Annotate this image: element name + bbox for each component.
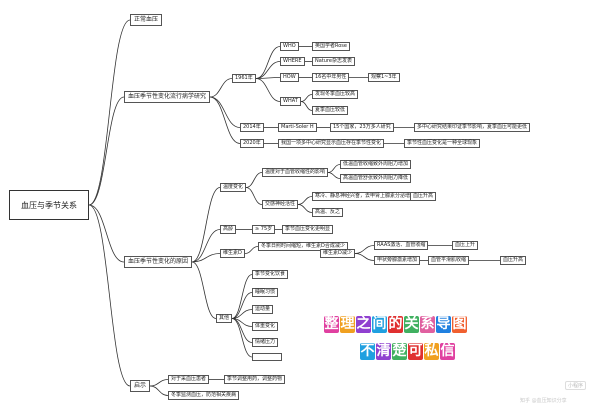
age-75-value[interactable]: 季节血压变化更明显 (282, 225, 334, 234)
watermark-2-char: 私 (424, 343, 439, 360)
lifestyle-item-3[interactable]: 运动量 (252, 305, 274, 314)
watermark-line-1: 整理之间的关系导图 (324, 316, 467, 333)
vitd-smooth-muscle[interactable]: 血管平滑肌收缩 (428, 256, 470, 265)
watermark-1-char: 整 (324, 316, 339, 333)
temp-vessel-node[interactable]: 温度对于血管收缩性的影响 (262, 168, 329, 177)
marti-value[interactable]: 15个国家，23万多人研究 (330, 123, 394, 132)
vitd-decrease[interactable]: 维生素D减少 (320, 249, 355, 258)
lifestyle-item-2[interactable]: 睡眠习惯 (252, 288, 279, 297)
footer-watermark: 知乎 @血压知识分享 (520, 398, 567, 404)
vitd-bp-up-2[interactable]: 血压升高 (500, 256, 527, 265)
watermark-1-char: 关 (404, 316, 419, 333)
branch-normal-bp[interactable]: 正常血压 (130, 14, 163, 26)
clinical-patients[interactable]: 对于采血压患者 (168, 375, 210, 384)
watermark-1-char: 间 (372, 316, 387, 333)
lifestyle-item-4[interactable]: 体重变化 (252, 322, 279, 331)
who-node[interactable]: WHO (280, 42, 299, 51)
vitd-raas[interactable]: RAAS激活、血管收缩 (374, 241, 429, 250)
y2020-value[interactable]: 我国一项多中心研究显示血压存在季节性变化 (278, 139, 385, 148)
temp-vessel-cold[interactable]: 低温血管收缩致外周阻力增加 (340, 160, 412, 169)
marti-node[interactable]: Marti-Soler H (278, 123, 317, 132)
watermark-2-char: 清 (376, 343, 391, 360)
lifestyle-node[interactable]: 其他 (216, 314, 233, 323)
vitd-pth[interactable]: 甲状旁腺激素增加 (374, 256, 421, 265)
marti-value-2[interactable]: 多中心研究结果印证季节影响，夏季血压可能更低 (414, 123, 531, 132)
branch-epidemiology[interactable]: 血压季节性变化流行病学研究 (124, 91, 211, 103)
watermark-1-char: 的 (388, 316, 403, 333)
watermark-2-char: 不 (360, 343, 375, 360)
vitd-winter[interactable]: 冬季日照时间缩短，维生素D合成减少 (258, 242, 348, 251)
year-1961[interactable]: 1961年 (232, 74, 256, 83)
watermark-2-char: 楚 (392, 343, 407, 360)
how-value[interactable]: 16名中年男性 (312, 73, 350, 82)
who-value[interactable]: 英国学者Rose (312, 42, 350, 51)
watermark-1-char: 之 (356, 316, 371, 333)
corner-watermark: 小程序 (565, 381, 587, 390)
clinical-adjust[interactable]: 季节调整用药，调整药物 (224, 375, 286, 384)
age-node[interactable]: 高龄 (220, 225, 237, 234)
how-value-2[interactable]: 观察1~3年 (368, 73, 400, 82)
year-2014[interactable]: 2014年 (240, 123, 264, 132)
watermark-2-char: 可 (408, 343, 423, 360)
watermark-2-char: 信 (440, 343, 455, 360)
temp-vessel-hot[interactable]: 高温血管舒张致外周阻力降低 (340, 174, 412, 183)
what-value-2[interactable]: 夏季血压较低 (312, 106, 349, 115)
clinical-winter[interactable]: 冬季监测血压，防范相关疾病 (168, 391, 240, 400)
watermark-1-char: 理 (340, 316, 355, 333)
temperature-node[interactable]: 温度变化 (220, 183, 247, 192)
y2020-value-2[interactable]: 季节性血压变化是一种全球现象 (404, 139, 481, 148)
sympathetic-node[interactable]: 交感神经活性 (262, 200, 299, 209)
lifestyle-item-6[interactable] (252, 353, 282, 361)
watermark-line-2: 不清楚可私信 (360, 343, 455, 360)
sympathetic-cold[interactable]: 寒冷、静息神经兴奋，去甲肾上腺素分泌增加 (312, 192, 419, 201)
where-node[interactable]: WHERE (280, 57, 305, 66)
what-node[interactable]: WHAT (280, 97, 301, 106)
watermark-1-char: 图 (452, 316, 467, 333)
watermark-1-char: 系 (420, 316, 435, 333)
watermark-1-char: 导 (436, 316, 451, 333)
where-value[interactable]: Nature杂志发表 (312, 57, 355, 66)
age-75[interactable]: ≥ 75岁 (252, 225, 276, 234)
lifestyle-item-1[interactable]: 季节变化饮食 (252, 270, 289, 279)
sympathetic-bp-up[interactable]: 血压升高 (410, 192, 437, 201)
vitamin-d-node[interactable]: 维生素D (220, 249, 245, 258)
sympathetic-hot[interactable]: 高温、反之 (312, 208, 344, 217)
what-value-1[interactable]: 发现冬季血压较高 (312, 90, 359, 99)
root-node[interactable]: 血压与季节关系 (9, 190, 89, 220)
vitd-bp-up[interactable]: 血压上升 (452, 241, 479, 250)
branch-clinical[interactable]: 启示 (130, 380, 151, 392)
lifestyle-item-5[interactable]: 情绪压力 (252, 338, 279, 347)
how-node[interactable]: HOW (280, 73, 299, 82)
branch-causes[interactable]: 血压季节性变化的原因 (124, 256, 193, 268)
year-2020[interactable]: 2020年 (240, 139, 264, 148)
